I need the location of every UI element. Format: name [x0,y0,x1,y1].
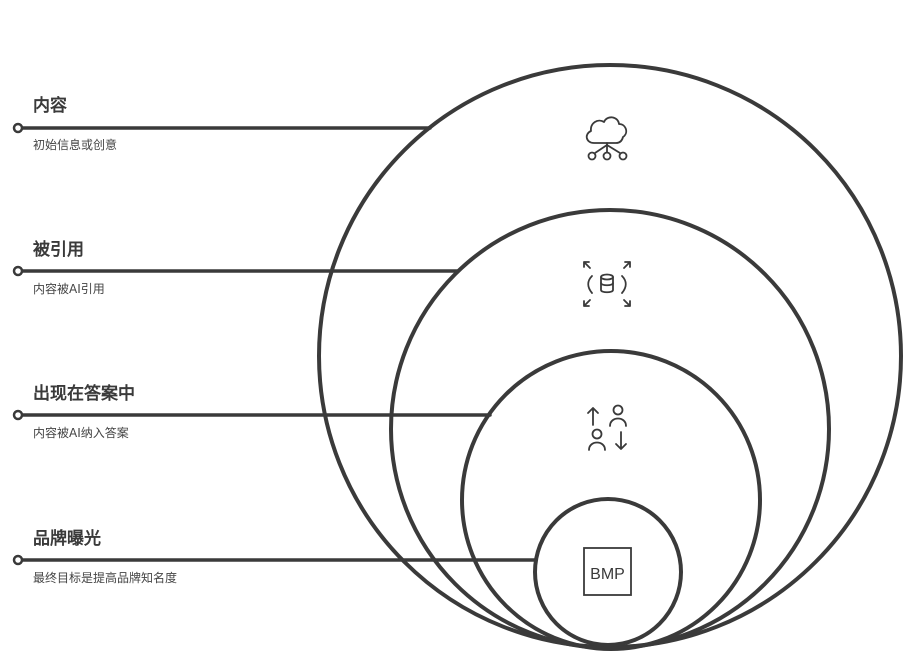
leader-dot-cited [12,265,24,277]
bmp-file-icon: BMP [583,547,632,596]
level-content: 内容 初始信息或创意 [33,96,117,152]
level-description: 最终目标是提高品牌知名度 [33,571,178,585]
level-description: 初始信息或创意 [33,138,118,152]
circle-brand-exposure [533,497,683,647]
database-expand-icon [583,261,631,307]
leader-dot-brand [12,554,24,566]
users-exchange-icon [587,404,627,451]
svg-text:BMP: BMP [590,566,625,583]
leader-dot-in-answer [12,409,24,421]
circle-in-answer [460,349,762,651]
level-title: 被引用 [33,240,84,260]
level-in-answer: 出现在答案中 内容被AI纳入答案 [33,384,135,440]
leader-dot-content [12,122,24,134]
level-brand-exposure: 品牌曝光 最终目标是提高品牌知名度 [33,529,177,585]
level-description: 内容被AI纳入答案 [33,426,129,440]
level-cited: 被引用 内容被AI引用 [33,240,105,296]
level-title: 出现在答案中 [33,384,135,404]
level-title: 内容 [33,96,67,116]
level-description: 内容被AI引用 [33,282,105,296]
level-title: 品牌曝光 [33,529,101,549]
cloud-network-icon [585,116,628,161]
